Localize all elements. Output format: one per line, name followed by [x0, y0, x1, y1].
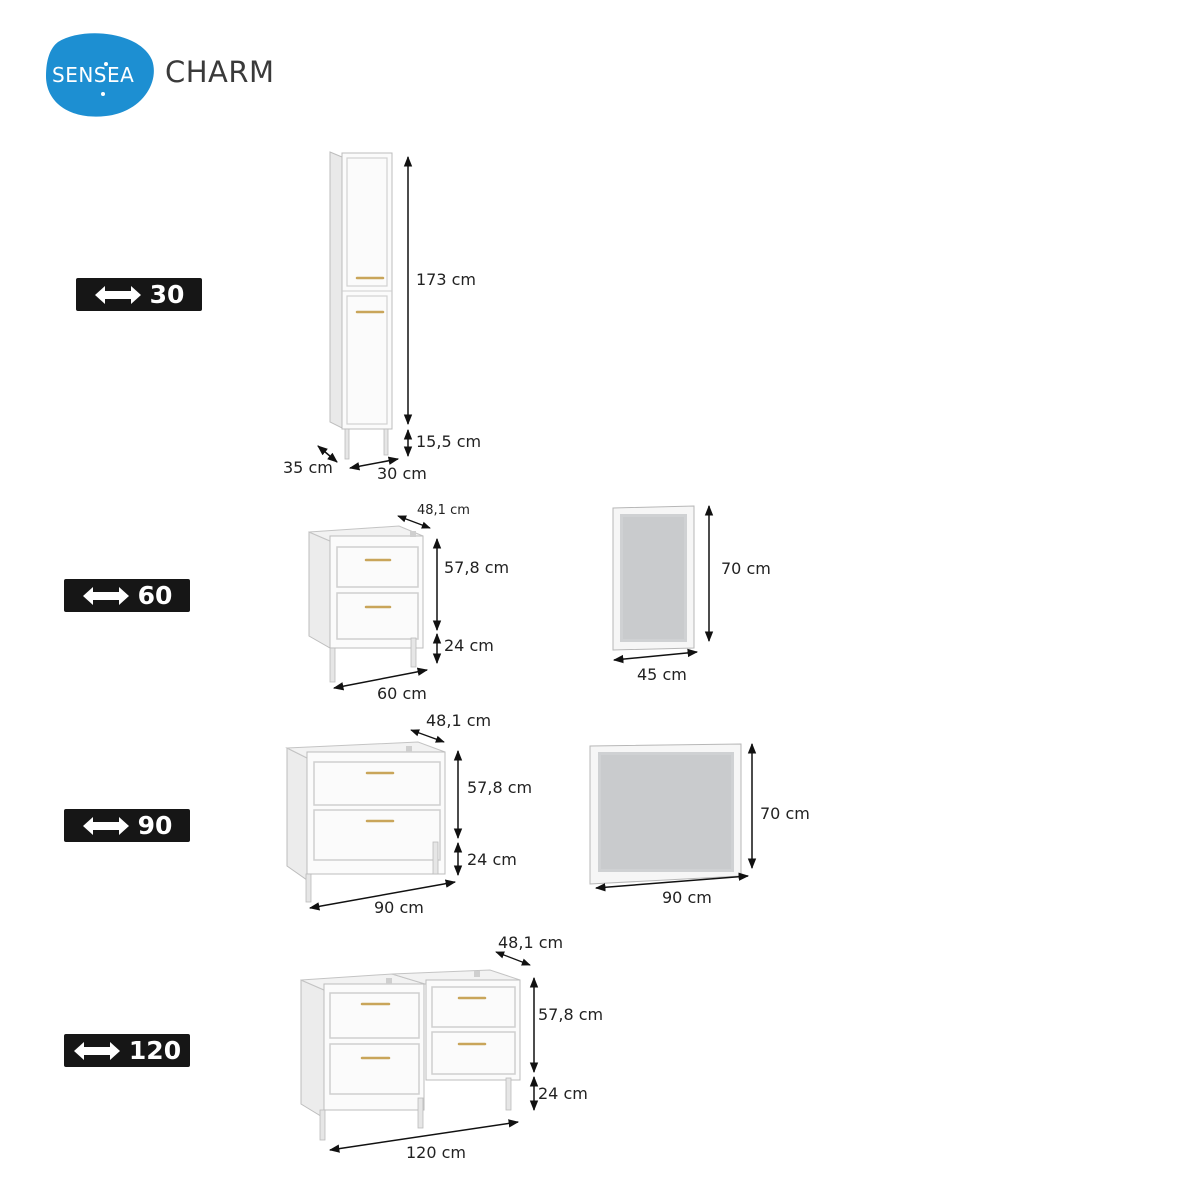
dimension-legs: 24 cm [467, 850, 517, 869]
dimension-height: 57,8 cm [444, 558, 510, 577]
dimension-width: 120 cm [406, 1143, 467, 1162]
dimension-depth: 48,1 cm [498, 933, 564, 952]
width-badge-label: 30 [149, 280, 185, 309]
sensea-logo: SENSEA [46, 33, 154, 117]
width-badge-60: 60 [64, 579, 190, 612]
width-badge-90: 90 [64, 809, 190, 842]
width-badge-label: 90 [137, 811, 173, 840]
tall-cabinet-dimension-lines [317, 155, 413, 471]
mirror-45x70 [612, 505, 695, 651]
width-badge-120: 120 [64, 1034, 190, 1067]
collection-title: CHARM [165, 55, 275, 89]
dimension-depth: 35 cm [283, 458, 333, 477]
vanity-120-dimension-lines [328, 951, 539, 1153]
vanity-90-dimension-lines [308, 729, 463, 911]
double-arrow-icon [82, 586, 129, 605]
vanity-cabinet-90 [285, 741, 446, 903]
mirror-dimension-width: 90 cm [662, 888, 712, 907]
mirror-dimension-width: 45 cm [637, 665, 687, 684]
dimension-legs: 15,5 cm [416, 432, 482, 451]
dimension-legs: 24 cm [538, 1084, 588, 1103]
dimension-depth: 48,1 cm [426, 711, 492, 730]
double-arrow-icon [94, 285, 141, 304]
dimension-width: 90 cm [374, 898, 424, 917]
dimension-width: 60 cm [377, 684, 427, 703]
dimension-depth: 48,1 cm [417, 503, 470, 518]
width-badge-label: 60 [137, 581, 173, 610]
dimension-height: 57,8 cm [467, 778, 533, 797]
mirror-dimension-height: 70 cm [760, 804, 810, 823]
dimension-legs: 24 cm [444, 636, 494, 655]
double-arrow-icon [82, 816, 129, 835]
vanity-cabinet-60 [308, 525, 424, 683]
double-arrow-icon [73, 1041, 120, 1060]
tall-cabinet-30 [329, 151, 393, 460]
dimension-height: 57,8 cm [538, 1005, 604, 1024]
dimension-height: 173 cm [416, 270, 477, 289]
mirror-90x70-dimension-lines [594, 742, 757, 892]
mirror-90x70 [589, 743, 742, 885]
logo-text: SENSEA [52, 63, 134, 87]
vanity-cabinet-120 [300, 969, 521, 1141]
mirror-dimension-height: 70 cm [721, 559, 771, 578]
width-badge-label: 120 [128, 1036, 182, 1065]
width-badge-30: 30 [76, 278, 202, 311]
mirror-45x70-dimension-lines [612, 504, 714, 664]
dimension-width: 30 cm [377, 464, 427, 483]
vanity-60-dimension-lines [332, 515, 442, 691]
